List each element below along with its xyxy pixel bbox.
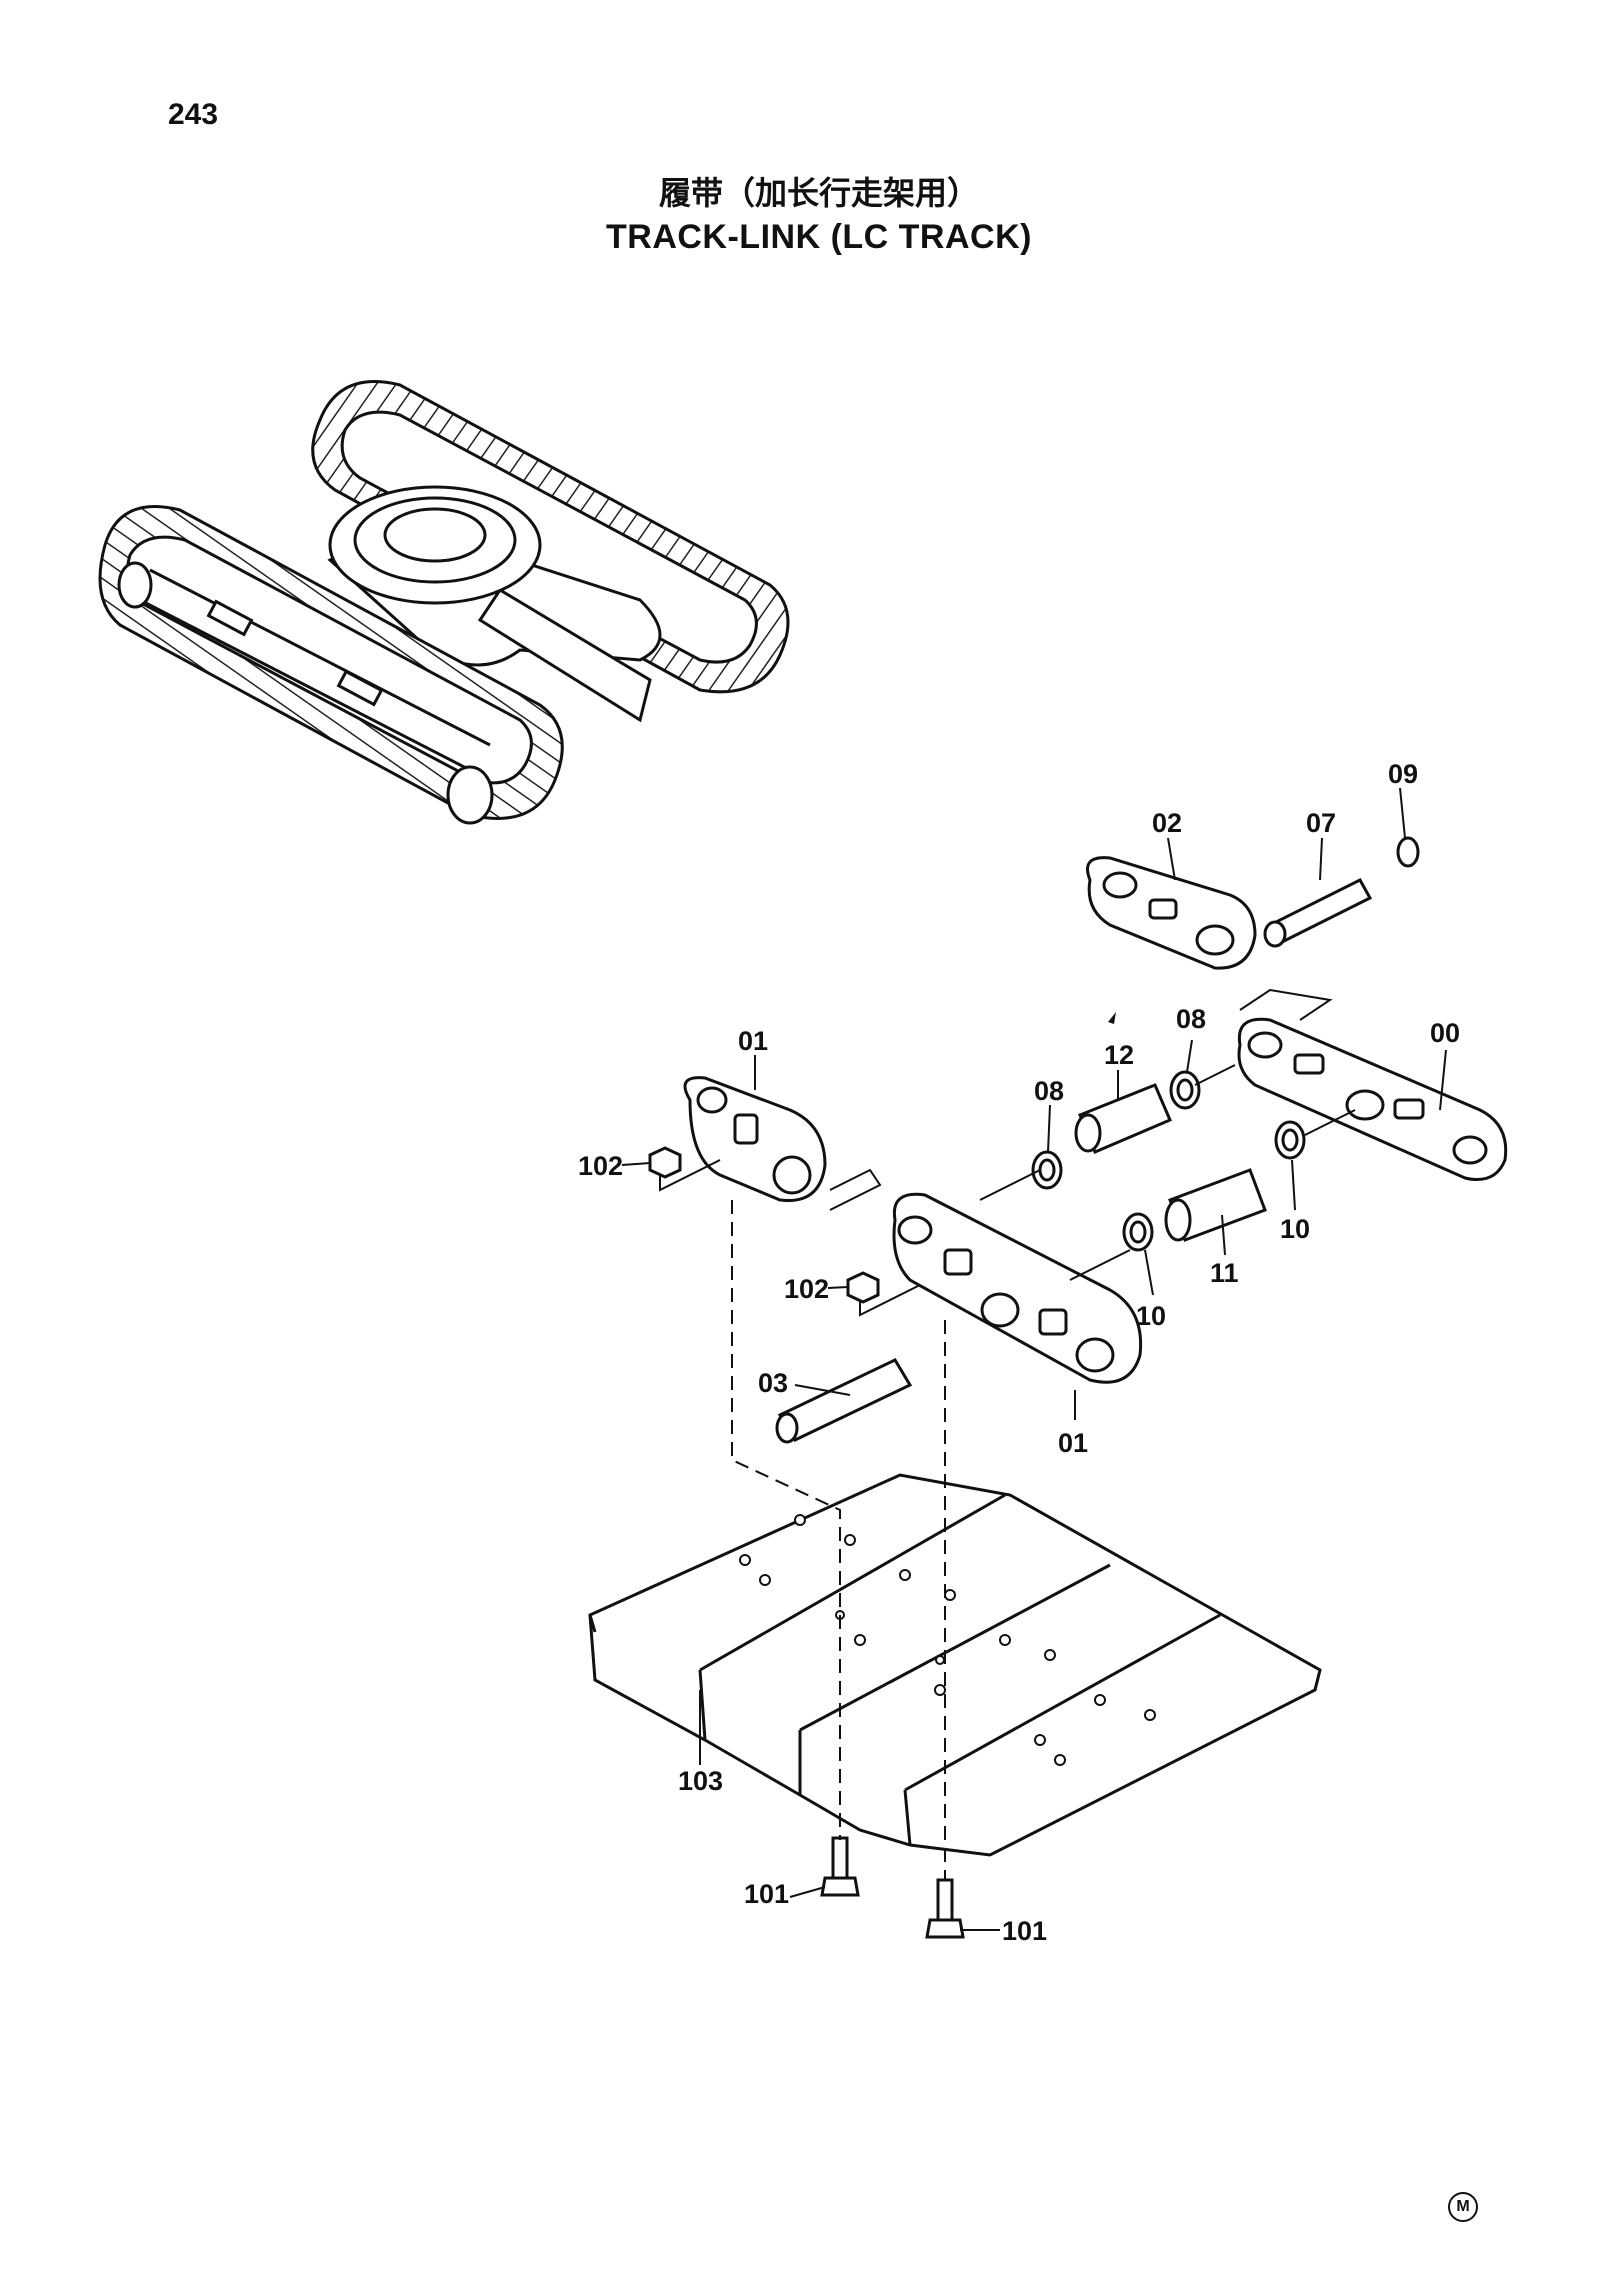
link-00-illustration [1237,1017,1508,1181]
nut-102-upper-illustration [648,1146,682,1179]
callout-11: 11 [1210,1258,1239,1288]
callout-08-upper: 08 [1176,1004,1206,1034]
orientation-tick-mark [1108,1012,1116,1024]
link-01-upper-illustration [683,1076,827,1203]
undercarriage-overview-illustration [98,380,790,825]
maker-mark-icon: M [1448,2192,1478,2222]
bushing-11-illustration [1164,1168,1267,1242]
nut-102-lower-illustration [846,1271,880,1304]
seal-08-lower-illustration [1031,1150,1063,1190]
callout-labels: 09 02 07 08 12 00 01 08 102 10 11 10 102… [578,759,1460,1946]
seal-10-left-illustration [1122,1212,1154,1252]
callout-12: 12 [1104,1040,1134,1070]
snap-ring-09-illustration [1396,836,1420,868]
bushing-12-illustration [1074,1083,1172,1154]
link-01-lower-illustration [892,1192,1143,1384]
callout-07: 07 [1306,808,1336,838]
pin-03-illustration [775,1358,913,1444]
link-02-illustration [1086,856,1257,970]
bolt-101-left-illustration [820,1836,860,1897]
track-shoe-bolt-holes [739,1514,1156,1766]
callout-101-left: 101 [744,1879,789,1909]
callout-103: 103 [678,1766,723,1796]
callout-102-lower: 102 [784,1274,829,1304]
seal-10-right-illustration [1274,1120,1306,1160]
seal-08-upper-illustration [1169,1070,1201,1110]
callout-101-right: 101 [1002,1916,1047,1946]
callout-03: 03 [758,1368,788,1398]
title-english: TRACK-LINK (LC TRACK) [606,218,1032,256]
assembly-guide-lines [659,988,1356,1880]
callout-leader-lines [621,787,1447,1931]
callout-00: 00 [1430,1018,1460,1048]
callout-10-left: 10 [1136,1301,1166,1331]
bolt-101-right-illustration [925,1878,965,1939]
track-shoe-103-illustration [588,1473,1322,1857]
title-block: 履带（加长行走架用） TRACK-LINK (LC TRACK) [0,168,1608,257]
callout-08-lower: 08 [1034,1076,1064,1106]
callout-102-upper: 102 [578,1151,623,1181]
callout-10-right: 10 [1280,1214,1310,1244]
callout-09: 09 [1388,759,1418,789]
page-number: 243 [168,98,219,131]
callout-01-upper: 01 [738,1026,768,1056]
callout-02: 02 [1152,808,1182,838]
callout-01-lower: 01 [1058,1428,1088,1458]
title-chinese: 履带（加长行走架用） [658,174,979,212]
pin-07-illustration [1263,878,1373,948]
